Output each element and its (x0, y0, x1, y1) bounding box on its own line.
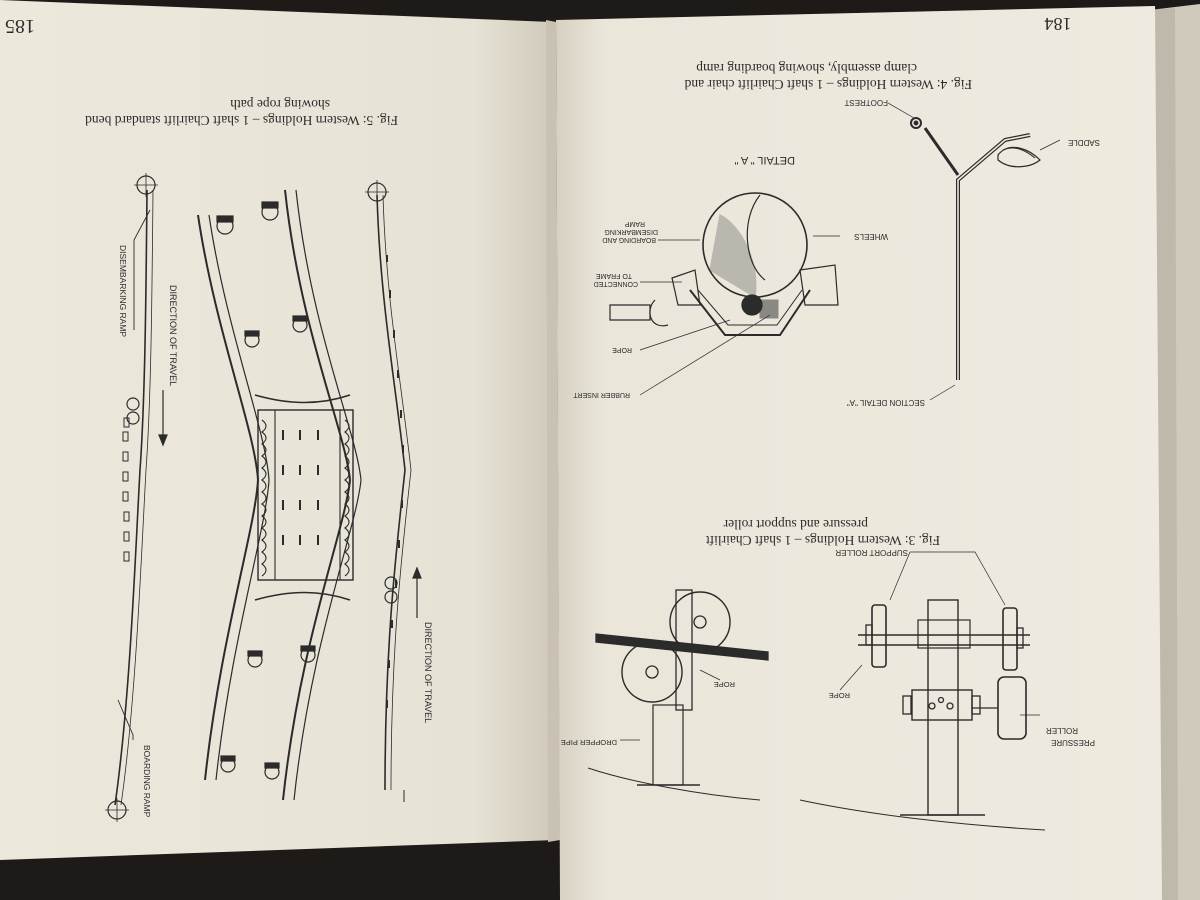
label-rope-detail: ROPE (612, 346, 632, 353)
figure-3-labels: SUPPORT ROLLER ROPE ROPE DROPPER PIPE PR… (561, 548, 1095, 747)
label-connected-2: TO FRAME (596, 272, 632, 279)
label-direction-of-travel-top: DIRECTION OF TRAVEL (423, 622, 433, 723)
bend-frame (197, 189, 362, 801)
label-boarding-ramp-2: DISEMBARKING (604, 228, 658, 235)
label-connected-1: CONNECTED (594, 280, 638, 287)
fig3-caption-line2: pressure and support roller (723, 517, 868, 532)
label-boarding-ramp-1: BOARDING AND (602, 236, 656, 243)
fig3-caption-line1: Fig. 3: Western Holdings – 1 shaft Chair… (706, 533, 940, 548)
fig4-leaders (639, 102, 1061, 401)
figure-3 (587, 551, 1046, 831)
roller-bank (254, 394, 354, 601)
fig3-leaders (620, 551, 1040, 741)
frame-hangers (216, 201, 316, 780)
label-footrest: FOOTREST (844, 98, 888, 107)
figure-5 (105, 173, 422, 822)
chair-frame (910, 117, 1041, 380)
label-support-roller: SUPPORT ROLLER (835, 548, 908, 557)
direction-arrow-top (412, 566, 422, 618)
page-number-right: 184 (1045, 14, 1072, 34)
fig4-caption-line2: clamp assembly, showing boarding ramp (696, 61, 917, 76)
page-number-left: 185 (5, 15, 35, 37)
chair-marks (122, 417, 130, 562)
rope-path-upper (365, 180, 412, 802)
label-boarding-ramp-3: RAMP (624, 220, 645, 227)
fig4-caption-line1: Fig. 4: Western Holdings – 1 shaft Chair… (684, 77, 972, 92)
label-dropper-pipe: DROPPER PIPE (561, 738, 617, 747)
label-rubber-insert: RUBBER INSERT (573, 391, 630, 398)
label-section-detail: SECTION DETAIL "A" (847, 398, 925, 407)
label-pressure: PRESSURE (1051, 738, 1095, 747)
rope-clamp-marks (386, 255, 404, 708)
label-detail-a: DETAIL " A " (735, 154, 795, 166)
label-direction-of-travel-bottom: DIRECTION OF TRAVEL (168, 285, 178, 386)
rope-path-lower (105, 173, 158, 822)
label-rope-front: ROPE (829, 691, 850, 700)
fig5-caption-line1: Fig. 5: Western Holdings – 1 shaft Chair… (85, 113, 398, 128)
detail-a-assembly (609, 192, 839, 336)
direction-arrow-bottom (158, 390, 168, 447)
front-view (799, 599, 1046, 831)
fig5-caption-line2: showing rope path (230, 97, 330, 112)
figure-4-labels: FOOTREST SADDLE DETAIL " A " WHEELS BOAR… (573, 98, 1100, 407)
left-page (0, 0, 560, 860)
side-view (587, 589, 769, 801)
label-boarding-ramp: BOARDING RAMP (142, 745, 152, 818)
label-wheels: WHEELS (854, 232, 888, 241)
label-rope-side: ROPE (714, 680, 735, 689)
label-saddle: SADDLE (1068, 138, 1100, 147)
label-roller: ROLLER (1046, 726, 1078, 735)
figure-4 (609, 102, 1061, 401)
label-disembarking-ramp: DISEMBARKING RAMP (118, 245, 128, 337)
